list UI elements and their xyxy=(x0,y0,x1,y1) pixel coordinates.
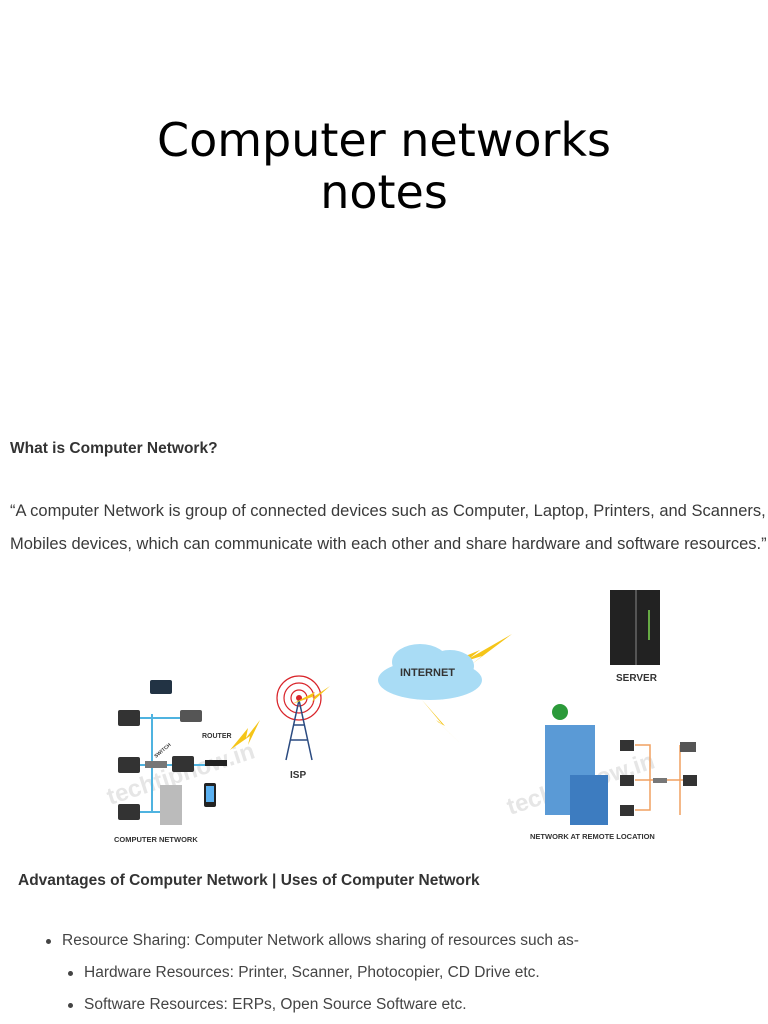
isp-label: ISP xyxy=(290,770,306,781)
page-title-line-1: Computer networks xyxy=(156,113,612,167)
server-icon xyxy=(610,590,660,665)
switch-label: SWITCH xyxy=(153,742,172,760)
bullet-hardware-resources: Hardware Resources: Printer, Scanner, Ph… xyxy=(68,964,540,982)
router-label: ROUTER xyxy=(202,733,232,740)
server-label: SERVER xyxy=(616,673,658,684)
bullet-text: Hardware Resources: Printer, Scanner, Ph… xyxy=(84,964,540,981)
bullet-resource-sharing: Resource Sharing: Computer Network allow… xyxy=(46,932,579,950)
section-heading-advantages: Advantages of Computer Network | Uses of… xyxy=(18,872,480,889)
switch-icon xyxy=(145,761,167,768)
bullet-text: Resource Sharing: Computer Network allow… xyxy=(62,932,579,949)
definition-line-1: “A computer Network is group of connecte… xyxy=(10,502,766,520)
remote-computer-icons xyxy=(620,740,697,816)
bullet-text: Software Resources: ERPs, Open Source So… xyxy=(84,996,467,1013)
internet-label: INTERNET xyxy=(400,667,455,679)
definition-line-2: Mobiles devices, which can communicate w… xyxy=(10,535,767,553)
internet-cloud-icon xyxy=(378,644,482,700)
remote-building-icon xyxy=(545,704,608,825)
section-heading-what-is: What is Computer Network? xyxy=(10,440,218,457)
lightning-bolts xyxy=(230,634,512,750)
computer-network-label: COMPUTER NETWORK xyxy=(114,835,198,844)
router-icon xyxy=(205,760,227,766)
isp-tower-icon xyxy=(276,675,322,761)
page-title-line-2: notes xyxy=(320,165,448,219)
network-diagram: techtipnow.in techtipnow.in SWITCH ROUTE… xyxy=(104,590,697,844)
bullet-icon xyxy=(68,1003,73,1008)
computer-icons xyxy=(118,680,216,825)
bullet-software-resources: Software Resources: ERPs, Open Source So… xyxy=(68,996,467,1014)
remote-network-label: NETWORK AT REMOTE LOCATION xyxy=(530,832,655,841)
bullet-icon xyxy=(68,971,73,976)
bullet-icon xyxy=(46,939,51,944)
